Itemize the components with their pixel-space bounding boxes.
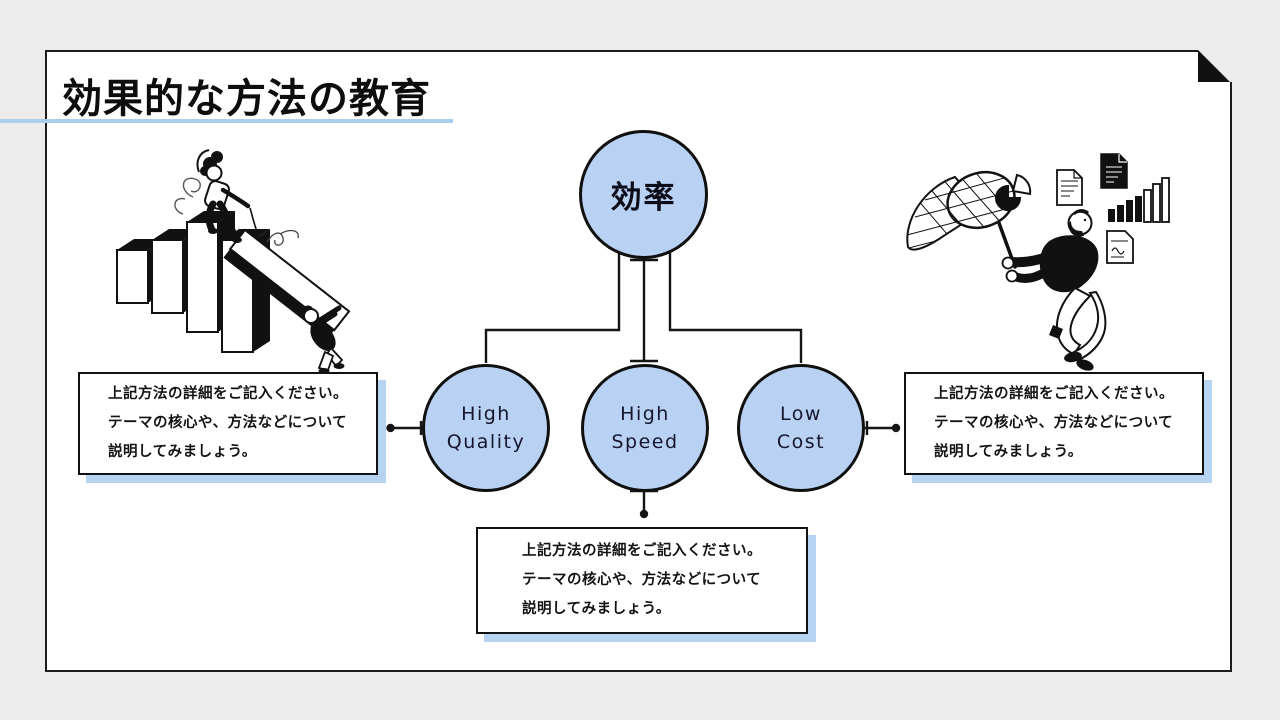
note-box-bottom-text: 上記方法の詳細をご記入ください。 テーマの核心や、方法などについて 説明してみま… [522,543,762,617]
document-glyphs [1056,153,1134,264]
butterfly-net [906,163,1021,269]
bar-chart-glyph [1108,177,1170,223]
node-low-cost[interactable]: Low Cost [737,364,865,492]
node-low-cost-label: Low Cost [776,403,826,453]
node-efficiency[interactable]: 効率 [579,130,708,259]
note-box-left-text: 上記方法の詳細をご記入ください。 テーマの核心や、方法などについて 説明してみま… [108,386,348,460]
person-on-bars [196,149,251,243]
illustration-toppling-bar-chart[interactable] [95,142,380,374]
slide-title[interactable]: 効果的な方法の教育 [62,76,431,122]
jumping-person [1001,209,1107,371]
node-high-quality-label: High Quality [446,403,526,453]
node-high-quality[interactable]: High Quality [422,364,550,492]
note-box-bottom[interactable]: 上記方法の詳細をご記入ください。 テーマの核心や、方法などについて 説明してみま… [476,527,808,634]
person-catching-bar [302,305,345,374]
note-box-right-text: 上記方法の詳細をご記入ください。 テーマの核心や、方法などについて 説明してみま… [934,386,1174,460]
illustration-net-catching-data[interactable] [895,145,1180,387]
title-underline [0,119,453,123]
note-box-right[interactable]: 上記方法の詳細をご記入ください。 テーマの核心や、方法などについて 説明してみま… [904,372,1204,475]
isometric-bars [116,211,270,353]
pie-chart-glyph [995,173,1032,211]
node-high-speed-label: High Speed [611,403,679,453]
note-box-left[interactable]: 上記方法の詳細をご記入ください。 テーマの核心や、方法などについて 説明してみま… [78,372,378,475]
node-high-speed[interactable]: High Speed [581,364,709,492]
node-efficiency-label: 効率 [610,180,677,216]
